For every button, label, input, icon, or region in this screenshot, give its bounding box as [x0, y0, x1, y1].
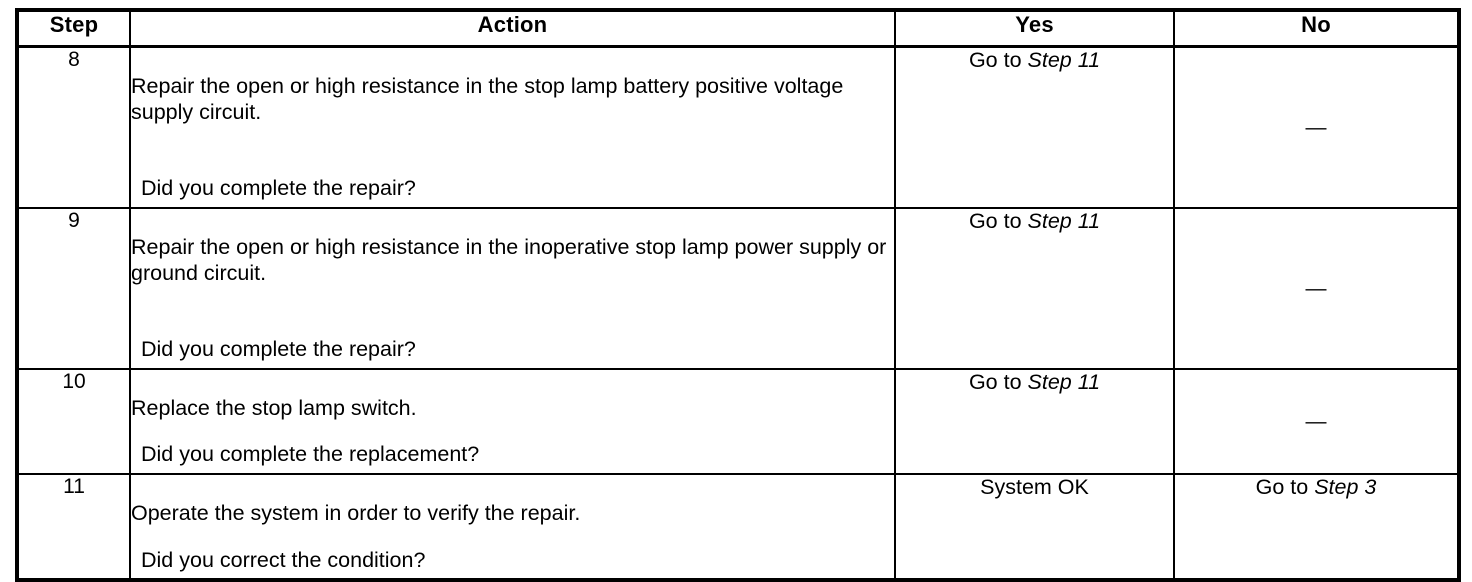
- yes-step-reference: Step 11: [1027, 209, 1101, 233]
- action-question: Did you correct the condition?: [141, 547, 426, 572]
- action-question: Did you complete the repair?: [141, 176, 416, 201]
- no-result: —: [1173, 367, 1461, 476]
- yes-goto: Go to Step 11: [969, 209, 1100, 234]
- yes-prefix: Go to: [968, 48, 1028, 72]
- action-cell: Repair the open or high resistance in th…: [129, 45, 896, 209]
- table-row: 11 Operate the system in order to verify…: [15, 473, 1461, 582]
- em-dash-icon: —: [1305, 116, 1327, 139]
- yes-goto: Go to Step 11: [969, 48, 1100, 73]
- step-number: 9: [15, 207, 131, 370]
- step-number: 10: [15, 367, 131, 476]
- yes-prefix: Go to: [968, 370, 1028, 394]
- yes-goto: System OK: [980, 475, 1089, 500]
- action-instruction: Repair the open or high resistance in th…: [131, 73, 844, 124]
- table-row: 10 Replace the stop lamp switch. Did you…: [15, 367, 1461, 476]
- no-prefix: Go to: [1255, 475, 1315, 500]
- em-dash-icon: —: [1305, 410, 1327, 434]
- diagnostic-table: Step Action Yes No 8 Repair the open or …: [15, 8, 1461, 582]
- no-step-reference: Step 3: [1314, 475, 1377, 500]
- column-header-yes: Yes: [894, 8, 1175, 48]
- table-row: 8 Repair the open or high resistance in …: [15, 45, 1461, 209]
- no-result: —: [1173, 207, 1461, 370]
- no-goto: Go to Step 3: [1256, 475, 1377, 500]
- yes-step-reference: Step 11: [1027, 370, 1101, 394]
- action-cell: Repair the open or high resistance in th…: [129, 207, 896, 370]
- action-cell: Operate the system in order to verify th…: [129, 473, 896, 582]
- action-instruction: Operate the system in order to verify th…: [131, 500, 581, 525]
- column-header-no: No: [1173, 8, 1461, 48]
- em-dash-icon: —: [1305, 277, 1327, 300]
- yes-step-reference: Step 11: [1027, 48, 1101, 72]
- yes-result: Go to Step 11: [894, 207, 1175, 370]
- column-header-action: Action: [129, 8, 896, 48]
- action-instruction: Repair the open or high resistance in th…: [131, 234, 887, 285]
- yes-result: Go to Step 11: [894, 45, 1175, 209]
- action-instruction: Replace the stop lamp switch.: [131, 395, 417, 420]
- step-number: 11: [15, 473, 131, 582]
- yes-result: System OK: [894, 473, 1175, 582]
- yes-goto: Go to Step 11: [969, 370, 1100, 395]
- header-row: Step Action Yes No: [15, 8, 1461, 48]
- action-question: Did you complete the replacement?: [141, 442, 480, 467]
- step-number: 8: [15, 45, 131, 209]
- table-body: 8 Repair the open or high resistance in …: [15, 45, 1461, 582]
- action-cell: Replace the stop lamp switch. Did you co…: [129, 367, 896, 476]
- yes-result: Go to Step 11: [894, 367, 1175, 476]
- page-root: Step Action Yes No 8 Repair the open or …: [15, 8, 1461, 582]
- no-result: Go to Step 3: [1173, 473, 1461, 582]
- no-result: —: [1173, 45, 1461, 209]
- table-header: Step Action Yes No: [15, 8, 1461, 48]
- table-row: 9 Repair the open or high resistance in …: [15, 207, 1461, 370]
- column-header-step: Step: [15, 8, 131, 48]
- action-question: Did you complete the repair?: [141, 337, 416, 362]
- yes-prefix: Go to: [968, 209, 1028, 233]
- yes-status-text: System OK: [980, 475, 1089, 500]
